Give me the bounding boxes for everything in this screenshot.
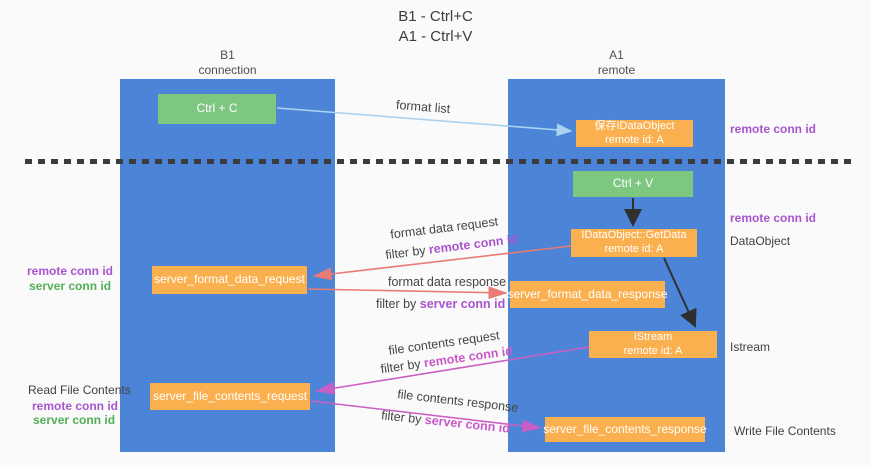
read-file-contents-label: Read File Contents <box>28 383 131 397</box>
left-remote-conn-id-2: remote conn id <box>32 399 119 413</box>
diagram-title: B1 - Ctrl+C A1 - Ctrl+V <box>0 7 871 46</box>
getdata-line2: remote id: A <box>604 243 664 255</box>
ctrl-v-box: Ctrl + V <box>573 171 693 197</box>
server-conn-id-key: server conn id <box>419 297 506 311</box>
istream-line1: IStream <box>633 330 673 343</box>
remote-conn-id-key: remote conn id <box>428 231 519 257</box>
right-remote-conn-id-mid: remote conn id <box>730 211 817 225</box>
file-contents-response-label: file contents response <box>396 387 520 415</box>
server-format-data-request-label: server_format_data_request <box>154 272 305 287</box>
server-file-contents-request-label: server_file_contents_request <box>152 388 308 403</box>
arrow-format-data-response <box>307 286 508 300</box>
istream-side-label: Istream <box>730 340 771 354</box>
filter-by-text: filter by <box>379 356 425 377</box>
save-idataobject-box: 保存IDataObject remote id: A <box>576 120 693 147</box>
server-format-data-response-label: server_format_data_response <box>507 286 668 301</box>
dataobject-label: DataObject <box>730 234 791 248</box>
column-header-b1: B1 connection <box>120 48 335 78</box>
title-line-1: B1 - Ctrl+C <box>398 8 473 25</box>
server-file-contents-response-label: server_file_contents_response <box>543 421 707 436</box>
column-header-a1: A1 remote <box>508 48 725 78</box>
format-data-response-label: format data response <box>388 275 507 289</box>
format-response-filter-label: filter by server conn id <box>376 297 505 311</box>
column-a1-subtitle: remote <box>597 63 636 77</box>
file-response-filter-label: filter by server conn id <box>381 408 511 435</box>
column-b1-name: B1 <box>220 48 235 62</box>
server-conn-id-key: server conn id <box>424 412 511 436</box>
title-line-2: A1 - Ctrl+V <box>398 27 473 45</box>
left-remote-conn-id-1: remote conn id <box>27 264 114 278</box>
server-format-data-request-box: server_format_data_request <box>152 266 307 294</box>
server-file-contents-request-box: server_file_contents_request <box>150 383 310 410</box>
idataobject-getdata-box: IDataObject::GetData remote id: A <box>571 229 697 257</box>
column-b1-subtitle: connection <box>198 63 257 77</box>
right-remote-conn-id-top: remote conn id <box>730 122 817 136</box>
save-idataobject-line2: remote id: A <box>605 133 664 146</box>
ctrl-c-label: Ctrl + C <box>196 101 238 116</box>
format-list-label: format list <box>395 97 451 117</box>
getdata-line1: IDataObject::GetData <box>581 229 687 242</box>
column-a1-name: A1 <box>609 48 624 62</box>
save-idataobject-line1: 保存IDataObject <box>594 119 675 132</box>
ctrl-c-box: Ctrl + C <box>158 94 276 124</box>
write-file-contents-label: Write File Contents <box>734 424 836 438</box>
filter-by-text: filter by <box>380 408 426 427</box>
filter-by-text: filter by <box>376 297 420 311</box>
server-file-contents-response-box: server_file_contents_response <box>543 417 707 442</box>
copy-paste-separator-dashed-line <box>25 159 851 164</box>
left-server-conn-id-2: server conn id <box>33 413 116 427</box>
istream-line2: remote id: A <box>623 344 683 357</box>
left-server-conn-id-1: server conn id <box>29 279 112 293</box>
filter-by-text: filter by <box>384 242 430 263</box>
ctrl-v-label: Ctrl + V <box>612 176 654 191</box>
server-format-data-response-box: server_format_data_response <box>507 281 668 308</box>
istream-box: IStream remote id: A <box>589 331 717 358</box>
